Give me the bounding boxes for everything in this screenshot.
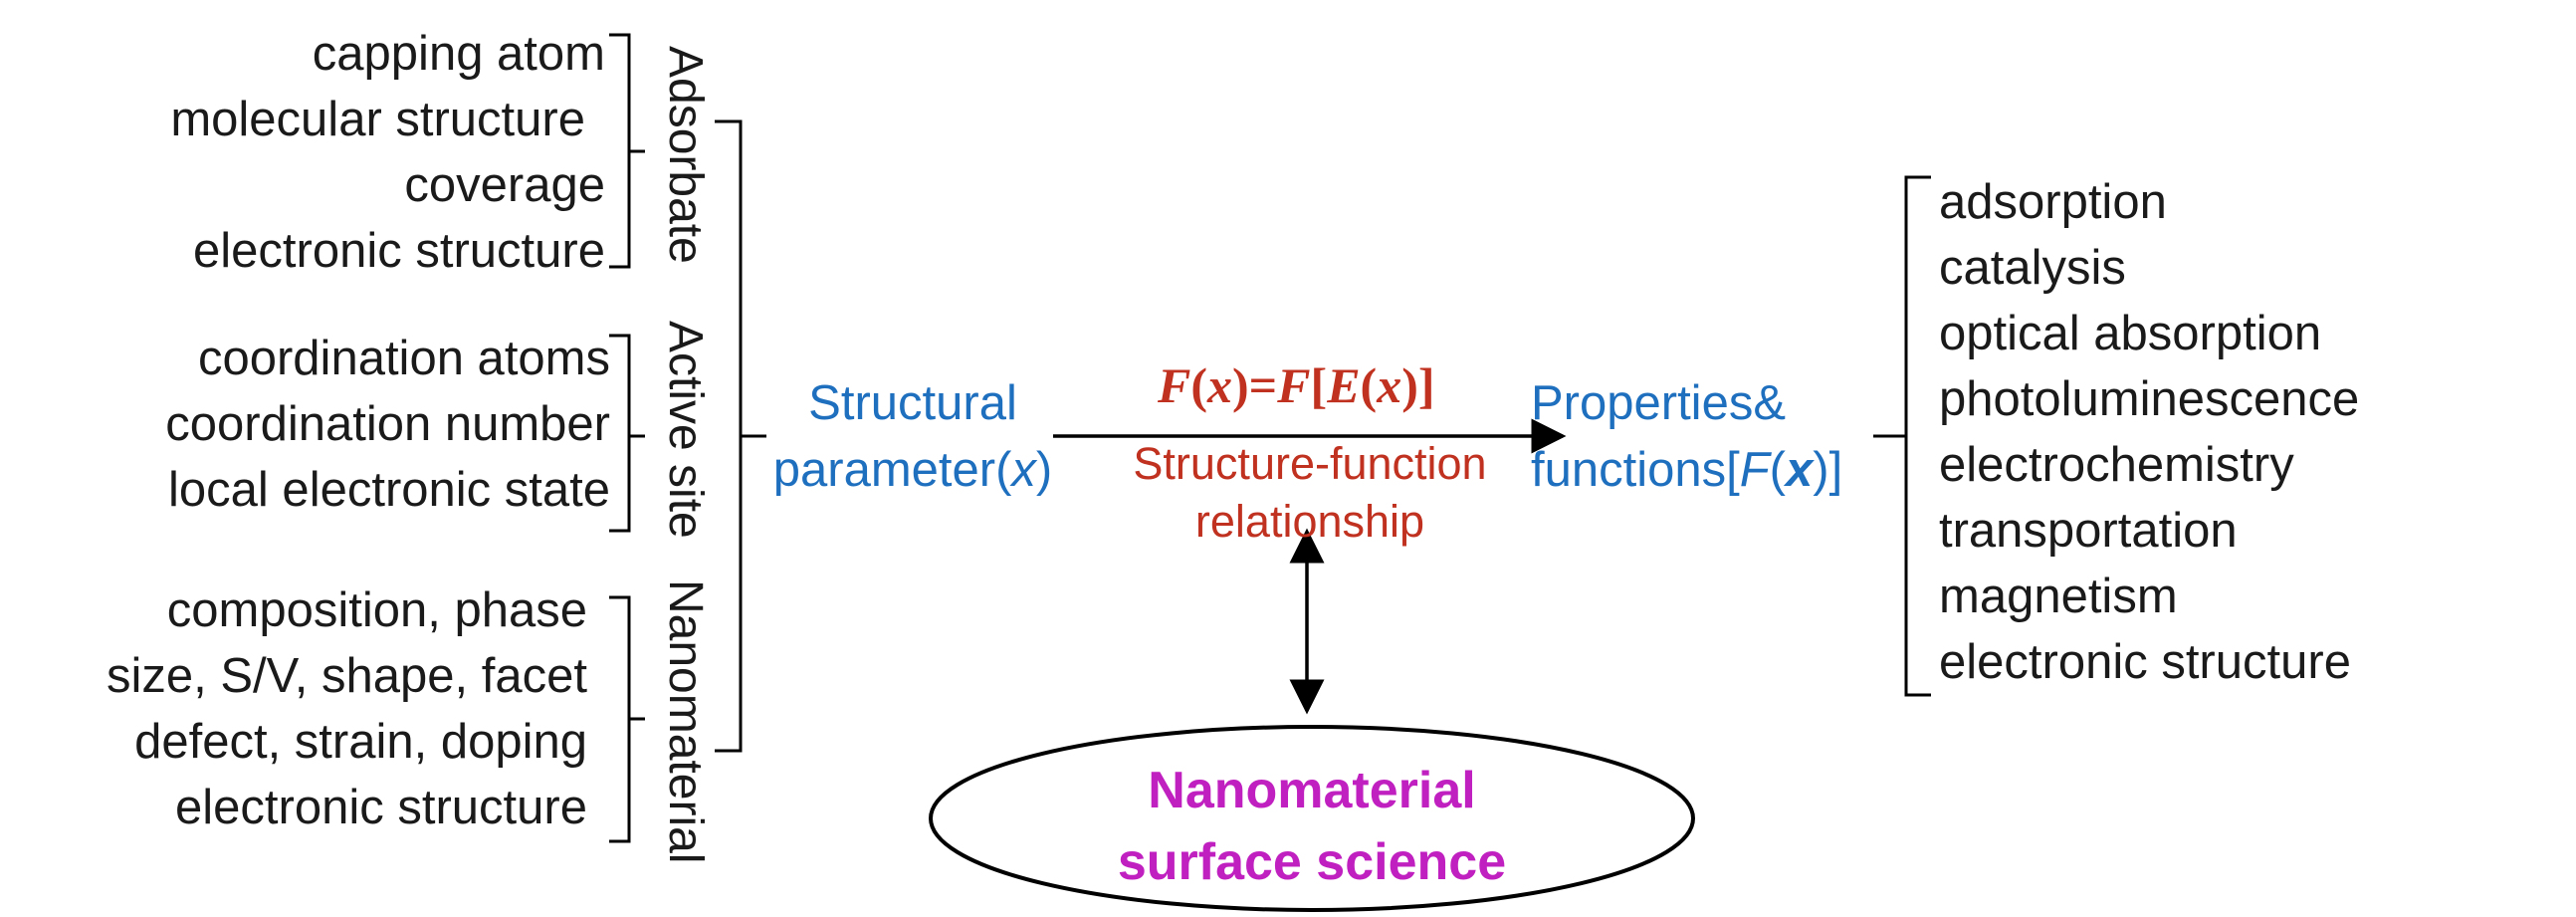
property-item: transportation <box>1939 504 2238 558</box>
nanomaterial-heading: Nanomaterial <box>659 579 712 864</box>
property-item: adsorption <box>1939 175 2167 229</box>
property-item: optical absorption <box>1939 307 2322 360</box>
structural-parameter-line1: Structural <box>808 376 1017 430</box>
nanomaterial-item: electronic structure <box>175 781 587 834</box>
structural-parameter-label: Structural parameter(x) <box>749 370 1077 504</box>
active-site-item: local electronic state <box>168 463 610 517</box>
active-site-heading: Active site <box>659 321 712 539</box>
structural-parameter-line2: parameter(x) <box>772 443 1053 497</box>
nanomaterial-bracket <box>609 595 645 843</box>
nanomaterial-item: composition, phase <box>166 583 587 637</box>
active-site-list: coordination atoms coordination number l… <box>165 326 610 523</box>
adsorbate-item: coverage <box>404 158 605 212</box>
properties-list: adsorption catalysis optical absorption … <box>1939 169 2359 695</box>
surface-science-line1: Nanomaterial <box>1148 762 1476 819</box>
adsorbate-item: molecular structure <box>170 93 585 146</box>
property-item: catalysis <box>1939 241 2126 295</box>
relationship-formula: F(x)=F[E(x)] <box>1158 357 1435 413</box>
surface-science-line2: surface science <box>1117 833 1507 891</box>
active-site-item: coordination number <box>165 397 610 451</box>
structure-function-line2: relationship <box>1194 496 1425 547</box>
nanomaterial-list: composition, phase size, S/V, shape, fac… <box>107 577 587 840</box>
property-item: magnetism <box>1939 570 2178 623</box>
properties-functions-label: Properties& functions[F(x)] <box>1531 370 1889 504</box>
surface-science-ellipse <box>929 725 1695 912</box>
adsorbate-bracket <box>609 33 645 269</box>
structure-function-line1: Structure-function <box>1133 438 1487 489</box>
properties-line2: functions[F(x)] <box>1531 443 1843 497</box>
nanomaterial-item: size, S/V, shape, facet <box>106 649 587 703</box>
properties-line1: Properties& <box>1531 376 1787 430</box>
grouping-bracket <box>715 119 766 753</box>
properties-bracket <box>1904 175 1931 697</box>
surface-science-label: Nanomaterial surface science <box>1053 755 1571 898</box>
nanomaterial-item: defect, strain, doping <box>134 715 587 769</box>
property-item: photoluminescence <box>1939 372 2360 426</box>
structure-function-label: Structure-function relationship <box>1101 435 1519 551</box>
property-item: electronic structure <box>1939 635 2351 689</box>
adsorbate-item: capping atom <box>312 27 605 81</box>
property-item: electrochemistry <box>1939 438 2294 492</box>
adsorbate-heading: Adsorbate <box>659 46 712 264</box>
active-site-bracket <box>609 334 645 533</box>
active-site-item: coordination atoms <box>197 332 610 385</box>
adsorbate-item: electronic structure <box>193 224 605 278</box>
adsorbate-list: capping atom molecular structure coverag… <box>170 21 605 284</box>
